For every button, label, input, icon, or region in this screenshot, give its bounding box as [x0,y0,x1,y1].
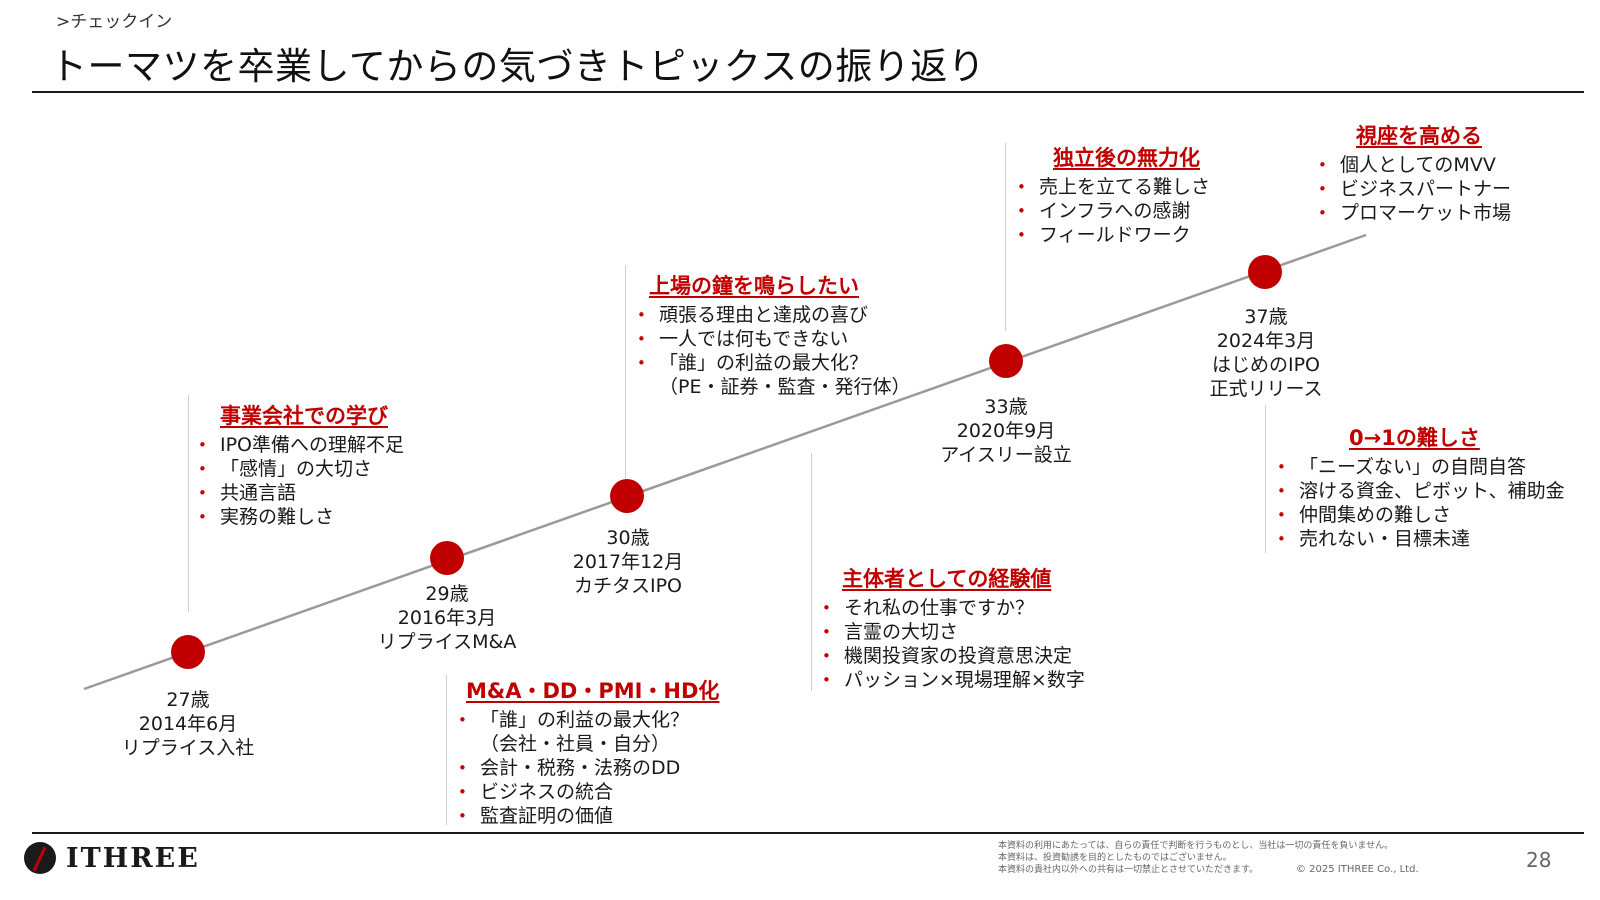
milestone-date: 2016年3月 [397,607,497,629]
page-title: トーマツを卒業してからの気づきトピックスの振り返り [50,45,986,88]
topic-item: 仲間集めの難しさ [1277,503,1565,527]
milestone-label-4: 33歳 2020年9月 アイスリー設立 [940,395,1071,467]
topic-item: 監査証明の価値 [458,804,719,828]
connector-line-2 [446,675,447,825]
topic-title: 視座を高める [1356,124,1482,148]
topic-item: フィールドワーク [1017,223,1210,247]
disclaimer-line: 本資料は、投資勧誘を目的としたものではございません。 [998,853,1232,863]
connector-line-1 [188,395,189,612]
page-number: 28 [1526,848,1552,872]
topic-item: プロマーケット市場 [1318,201,1511,225]
topic-item: 「感情」の大切さ [198,457,404,481]
topic-title: 主体者としての経験値 [842,567,1052,591]
milestone-date: 2024年3月 [1216,330,1316,352]
topic-title: 事業会社での学び [220,404,388,428]
timeline-line [83,233,1367,691]
milestone-event: はじめのIPO [1211,354,1321,376]
topic-item: 個人としてのMVV [1318,153,1511,177]
breadcrumb: >チェックイン [56,12,173,32]
topic-listing-bell: 上場の鐘を鳴らしたい 頑張る理由と達成の喜び 一人では何もできない 「誰」の利益… [637,273,910,399]
milestone-dot-2 [430,541,464,575]
topic-item: （PE・証券・監査・発行体） [659,376,911,398]
disclaimer-line: 本資料の利用にあたっては、自らの責任で判断を行うものとし、当社は一切の責任を負い… [998,841,1394,851]
header-divider [32,91,1584,93]
logo-text: ITHREE [66,842,200,874]
topic-item: 頑張る理由と達成の喜び [637,303,910,327]
logo-mark-icon [24,842,56,874]
milestone-date: 2017年12月 [572,551,684,573]
topic-title: M&A・DD・PMI・HD化 [466,679,720,703]
topic-title: 上場の鐘を鳴らしたい [649,274,859,298]
topic-powerlessness: 独立後の無力化 売上を立てる難しさ インフラへの感謝 フィールドワーク [1017,145,1210,247]
milestone-dot-3 [610,479,644,513]
topic-ma-dd-pmi: M&A・DD・PMI・HD化 「誰」の利益の最大化？ （会社・社員・自分） 会計… [458,678,719,828]
topic-list: 個人としてのMVV ビジネスパートナー プロマーケット市場 [1318,153,1511,225]
milestone-age: 29歳 [425,583,469,605]
disclaimer-line: 本資料の貴社内以外への共有は一切禁止とさせていただきます。 [998,865,1259,875]
topic-item: ビジネスの統合 [458,780,719,804]
topic-item: 機関投資家の投資意思決定 [822,644,1085,668]
topic-item: 言霊の大切さ [822,620,1085,644]
milestone-dot-1 [171,635,205,669]
milestone-label-2: 29歳 2016年3月 リプライスM&A [378,582,517,654]
topic-zero-to-one: 0→1の難しさ 「ニーズない」の自問自答 溶ける資金、ピボット、補助金 仲間集め… [1277,425,1565,551]
disclaimer: 本資料の利用にあたっては、自らの責任で判断を行うものとし、当社は一切の責任を負い… [998,840,1393,876]
milestone-dot-4 [989,344,1023,378]
topic-item: 「ニーズない」の自問自答 [1277,455,1565,479]
milestone-dot-5 [1248,255,1282,289]
topic-item: インフラへの感謝 [1017,199,1210,223]
topic-item: （会社・社員・自分） [480,733,671,755]
topic-item: 共通言語 [198,481,404,505]
milestone-event: カチタスIPO [573,575,683,597]
topic-item: 実務の難しさ [198,505,404,529]
topic-item: ビジネスパートナー [1318,177,1511,201]
topic-item: IPO準備への理解不足 [198,433,404,457]
topic-item: パッション×現場理解×数字 [822,668,1085,692]
milestone-date: 2014年6月 [138,713,238,735]
topic-list: 頑張る理由と達成の喜び 一人では何もできない 「誰」の利益の最大化？ （PE・証… [637,303,910,399]
company-logo: ITHREE [24,842,200,874]
milestone-label-3: 30歳 2017年12月 カチタスIPO [573,526,684,598]
milestone-age: 30歳 [606,527,650,549]
topic-title: 独立後の無力化 [1053,146,1200,170]
milestone-age: 33歳 [984,396,1028,418]
topic-item: 売上を立てる難しさ [1017,175,1210,199]
topic-list: それ私の仕事ですか？ 言霊の大切さ 機関投資家の投資意思決定 パッション×現場理… [822,596,1085,692]
footer-divider [32,832,1584,834]
milestone-age: 27歳 [166,689,210,711]
connector-line-5 [1005,143,1006,331]
milestone-label-5: 37歳 2024年3月 はじめのIPO 正式リリース [1209,305,1322,401]
topic-item: 溶ける資金、ピボット、補助金 [1277,479,1565,503]
connector-line-6 [1265,405,1266,553]
connector-line-3 [625,265,626,497]
topic-item: 「誰」の利益の最大化？ [458,708,719,732]
topic-item: 「誰」の利益の最大化？ [637,351,910,375]
milestone-age: 37歳 [1244,306,1288,328]
topic-list: 「ニーズない」の自問自答 溶ける資金、ピボット、補助金 仲間集めの難しさ 売れな… [1277,455,1565,551]
milestone-event-2: 正式リリース [1209,378,1323,400]
milestone-event: リプライスM&A [377,631,517,653]
milestone-event: アイスリー設立 [940,444,1072,466]
topic-item: 会計・税務・法務のDD [458,756,719,780]
topic-item: 一人では何もできない [637,327,910,351]
topic-list: 売上を立てる難しさ インフラへの感謝 フィールドワーク [1017,175,1210,247]
topic-list: 「誰」の利益の最大化？ （会社・社員・自分） 会計・税務・法務のDD ビジネスの… [458,708,719,828]
milestone-date: 2020年9月 [956,420,1056,442]
topic-business-learning: 事業会社での学び IPO準備への理解不足 「感情」の大切さ 共通言語 実務の難し… [198,403,404,529]
connector-line-4 [811,453,812,691]
topic-perspective: 視座を高める 個人としてのMVV ビジネスパートナー プロマーケット市場 [1318,123,1511,225]
topic-list: IPO準備への理解不足 「感情」の大切さ 共通言語 実務の難しさ [198,433,404,529]
copyright: © 2025 ITHREE Co., Ltd. [1296,864,1419,875]
topic-experience: 主体者としての経験値 それ私の仕事ですか？ 言霊の大切さ 機関投資家の投資意思決… [822,566,1085,692]
milestone-event: リプライス入社 [121,737,255,759]
milestone-label-1: 27歳 2014年6月 リプライス入社 [122,688,254,760]
topic-title: 0→1の難しさ [1349,426,1480,450]
topic-item: それ私の仕事ですか？ [822,596,1085,620]
topic-item: 売れない・目標未達 [1277,527,1565,551]
